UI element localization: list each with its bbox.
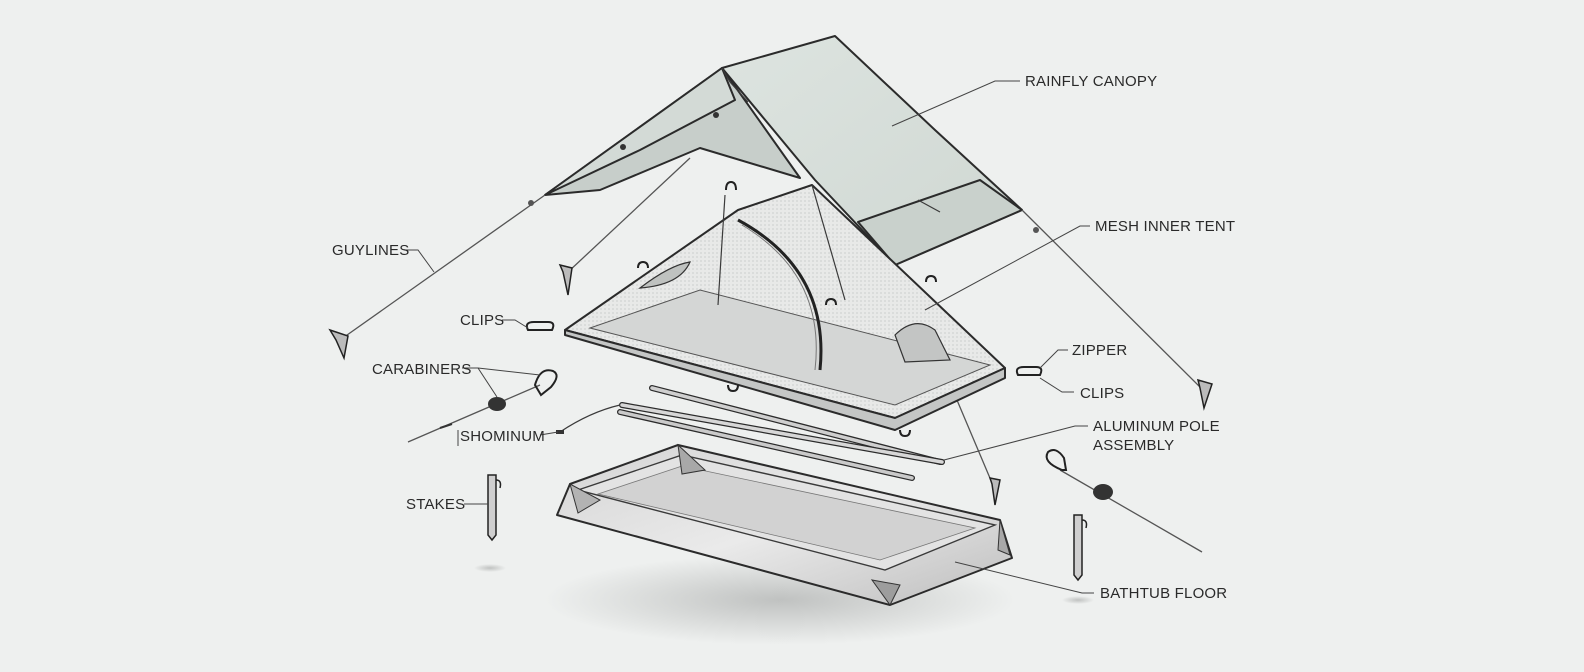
labels: RAINFLY CANOPY GUYLINES MESH INNER TENT … <box>332 73 1235 602</box>
stake-icon <box>487 474 502 542</box>
label-assembly: ASSEMBLY <box>1093 437 1174 454</box>
carabiner-guyline-left <box>407 369 558 443</box>
leader-lines <box>404 80 1094 594</box>
label-clips-left: CLIPS <box>460 312 504 329</box>
clip-icon <box>525 321 555 331</box>
label-rainfly-canopy: RAINFLY CANOPY <box>1025 73 1157 90</box>
label-shominum: SHOMINUM <box>460 428 545 445</box>
stake-icon <box>1073 514 1088 582</box>
label-clips-right: CLIPS <box>1080 385 1124 402</box>
label-bathtub-floor: BATHTUB FLOOR <box>1100 585 1227 602</box>
label-aluminum-pole: ALUMINUM POLE <box>1093 418 1220 435</box>
stake-icon <box>328 328 349 361</box>
label-zipper: ZIPPER <box>1072 342 1127 359</box>
label-carabiners: CARABINERS <box>372 361 472 378</box>
carabiner-icon <box>533 369 558 397</box>
aluminum-pole-assembly <box>556 385 945 481</box>
stake-icon <box>1196 378 1213 411</box>
guyline-left <box>339 194 546 341</box>
mesh-inner-tent <box>525 180 1043 438</box>
guyline-right <box>1021 209 1206 393</box>
carabiner-icon <box>1045 449 1068 471</box>
bathtub-floor <box>474 443 1094 645</box>
guyline-mid <box>567 157 691 273</box>
zipper-track <box>737 218 823 371</box>
rainfly-canopy <box>544 35 1023 266</box>
carabiner-guyline-right <box>1045 449 1203 553</box>
label-mesh-inner-tent: MESH INNER TENT <box>1095 218 1235 235</box>
stake-icon <box>988 477 1001 506</box>
label-guylines: GUYLINES <box>332 242 409 259</box>
stake-icon <box>558 263 573 296</box>
label-stakes: STAKES <box>406 496 465 513</box>
clip-icon <box>1015 366 1043 376</box>
